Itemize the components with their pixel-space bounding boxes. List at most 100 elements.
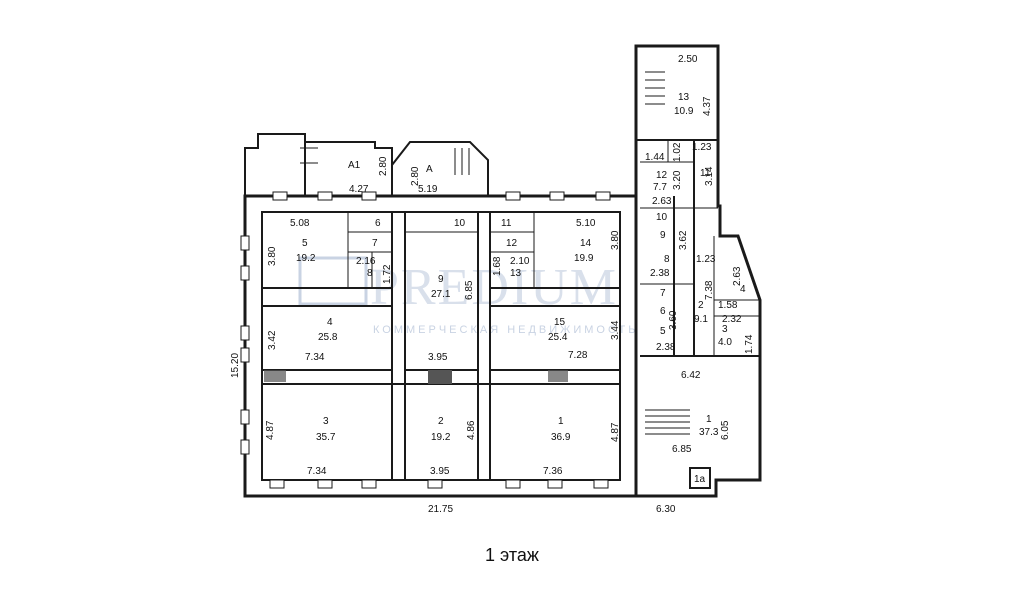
room-8-id: 8: [367, 268, 373, 279]
annex-2-area: 9.1: [694, 314, 708, 325]
room-5-id: 5: [302, 238, 308, 249]
room-15-id: 15: [554, 317, 566, 328]
annex-8-id: 8: [664, 254, 670, 265]
room-8-width: 2.16: [356, 256, 376, 267]
porches: [244, 133, 489, 196]
annex-13-id: 13: [678, 92, 690, 103]
room-13-width: 2.10: [510, 256, 530, 267]
total-height: 15.20: [230, 353, 241, 378]
annex-10-id: 10: [656, 212, 668, 223]
room-1-area: 36.9: [551, 432, 571, 443]
room-4-area: 25.8: [318, 332, 338, 343]
annex-5-width: 2.38: [656, 342, 676, 353]
room-14-area: 19.9: [574, 253, 594, 264]
room-1-id: 1: [558, 416, 564, 427]
annex-11-height: 3.14: [704, 166, 715, 186]
annex-2-id: 2: [698, 300, 704, 311]
annex-3-height: 1.74: [744, 334, 755, 354]
room-15-height: 3.44: [610, 320, 621, 340]
annex-4-height: 2.63: [732, 266, 743, 286]
porch-a-width: 5.19: [418, 184, 438, 195]
main-room-labels: 1 36.9 7.36 4.87 2 19.2 3.95 4.86 3 35.7…: [265, 218, 621, 477]
annex-11-id: 11: [700, 168, 711, 179]
total-width: 21.75: [428, 504, 453, 515]
annex-11-height2: 1.23: [692, 142, 712, 153]
room-3-id: 3: [323, 416, 329, 427]
porch-labels: А1 4.27 2.80 А 5.19 2.80: [348, 156, 438, 195]
overall-dimensions: 21.75 15.20 6.30: [230, 353, 676, 515]
room-7-id: 7: [372, 238, 378, 249]
annex-13-area: 10.9: [674, 106, 694, 117]
annex-1-width2: 6.85: [672, 444, 692, 455]
annex-2-height: 7.38: [704, 280, 715, 300]
porch-a1-id: А1: [348, 160, 361, 171]
annex-9-id: 9: [660, 230, 666, 241]
annex-1-width: 6.42: [681, 370, 701, 381]
room-4-height: 3.42: [267, 330, 278, 350]
annex-3-area: 4.0: [718, 337, 732, 348]
room-10-id: 10: [454, 218, 466, 229]
room-14-width: 5.10: [576, 218, 596, 229]
annex-5-height: 3.60: [668, 310, 679, 330]
annex-8-width: 2.38: [650, 268, 670, 279]
annex-building: [634, 44, 762, 498]
room-5-width: 5.08: [290, 218, 310, 229]
room-1-width: 7.36: [543, 466, 563, 477]
room-1a-box: [689, 467, 711, 489]
windows: [240, 191, 611, 489]
annex-12-width2: 1.44: [645, 152, 665, 163]
watermark-logo: [298, 256, 368, 306]
room-13-id: 13: [510, 268, 522, 279]
room-14-height: 3.80: [610, 230, 621, 250]
annex-12-height2: 1.02: [672, 142, 683, 162]
room-4-id: 4: [327, 317, 333, 328]
annex-13-width: 2.50: [678, 54, 698, 65]
annex-3-width: 2.32: [722, 314, 742, 325]
annex-4-id: 4: [740, 284, 746, 295]
room-5-area: 19.2: [296, 253, 316, 264]
room-8-height: 1.72: [382, 264, 393, 284]
room-3-width: 7.34: [307, 466, 327, 477]
room-2-height: 4.86: [466, 420, 477, 440]
stairs-annex: [645, 71, 690, 435]
room-6-id: 6: [375, 218, 381, 229]
outer-wall: [243, 194, 638, 498]
annex-3-id: 3: [722, 324, 728, 335]
room-9-width: 3.95: [428, 352, 448, 363]
room-15-width: 7.28: [568, 350, 588, 361]
annex-1-id: 1: [706, 414, 712, 425]
main-building: [240, 191, 638, 498]
room-2-id: 2: [438, 416, 444, 427]
annex-12-id: 12: [656, 170, 668, 181]
room-1-height: 4.87: [610, 422, 621, 442]
annex-12-width: 2.63: [652, 196, 672, 207]
room-9-id: 9: [438, 274, 444, 285]
annex-12-height: 3.20: [672, 170, 683, 190]
annex-width: 6.30: [656, 504, 676, 515]
annex-12-area: 7.7: [653, 182, 667, 193]
annex-8-height: 3.62: [678, 230, 689, 250]
porch-a-id: А: [426, 164, 433, 175]
annex-7-id: 7: [660, 288, 666, 299]
annex-1a-id: 1a: [694, 474, 706, 485]
room-9-area: 27.1: [431, 289, 451, 300]
room-4-width: 7.34: [305, 352, 325, 363]
room-2-width: 3.95: [430, 466, 450, 477]
room-15-area: 25.4: [548, 332, 568, 343]
annex-1-area: 37.3: [699, 427, 719, 438]
floor-caption: 1 этаж: [485, 545, 539, 565]
room-14-id: 14: [580, 238, 592, 249]
annex-4-width: 1.58: [718, 300, 738, 311]
room-3-height: 4.87: [265, 420, 276, 440]
watermark-subtitle: КОММЕРЧЕСКАЯ НЕДВИЖИМОСТЬ: [373, 324, 638, 336]
room-2-area: 19.2: [431, 432, 451, 443]
annex-labels: 1 37.3 6.42 6.85 6.05 1a 2 9.1 7.38 3 4.…: [645, 54, 755, 485]
porch-a1-width: 4.27: [349, 184, 369, 195]
annex-5-id: 5: [660, 326, 666, 337]
annex-1-height: 6.05: [720, 420, 731, 440]
porch-a-height: 2.80: [410, 166, 421, 186]
room-12-id: 12: [506, 238, 518, 249]
room-11-id: 11: [501, 218, 512, 229]
